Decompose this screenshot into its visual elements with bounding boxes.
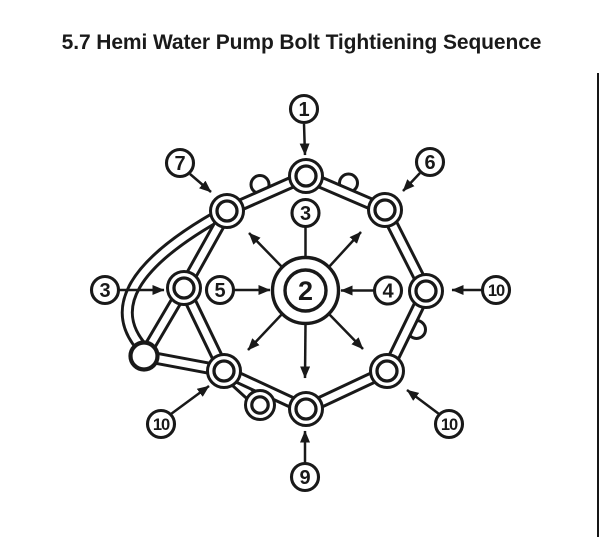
sequence-arrow (300, 323, 311, 379)
callout-step-10-right: 10 (480, 274, 512, 306)
bolt-top-left (209, 193, 245, 229)
hub-number: 2 (298, 276, 313, 306)
small-boss-hole (250, 395, 270, 415)
bolt-bottom-right (369, 353, 405, 389)
sequence-arrow (189, 173, 212, 193)
callout-number: 10 (153, 416, 170, 434)
callout-number: 5 (214, 280, 225, 302)
callout-step-6-top-right: 6 (414, 146, 446, 178)
callout-number: 10 (488, 282, 505, 300)
callout-number: 6 (424, 152, 435, 174)
callout-step-3-left: 3 (89, 274, 121, 306)
callout-step-10-bottom-left: 10 (145, 408, 177, 440)
callout-number: 9 (299, 467, 310, 489)
sequence-arrow (299, 123, 310, 156)
bolt-top (288, 158, 324, 194)
sequence-arrow (406, 389, 440, 415)
callout-step-7-top-left: 7 (164, 147, 196, 179)
sequence-arrow (247, 312, 284, 351)
callout-number: 10 (441, 416, 458, 434)
callout-step-10-bottom-right: 10 (433, 408, 465, 440)
callout-number: 3 (99, 280, 110, 302)
bolt-left (166, 270, 202, 306)
callout-number: 1 (298, 99, 309, 121)
callout-number: 7 (174, 153, 185, 175)
sequence-arrow (327, 312, 364, 350)
sequence-arrow (327, 231, 362, 269)
callout-number: 3 (300, 203, 311, 225)
sequence-arrow (402, 172, 421, 192)
bolt-right (408, 273, 444, 309)
callout-number: 4 (382, 281, 394, 303)
page-title: 5.7 Hemi Water Pump Bolt Tightiening Seq… (61, 31, 542, 54)
callout-step-5-left: 5 (204, 274, 236, 306)
pump-leg-0-inner (123, 207, 231, 356)
bolt-top-right (367, 192, 403, 228)
callout-step-9-bottom: 9 (289, 461, 321, 493)
center-hub: 2 (270, 255, 341, 326)
callout-step-4-right: 4 (372, 275, 404, 306)
bolt-bottom (288, 391, 324, 427)
leg-eyelet-hole (128, 340, 160, 372)
bolt-bottom-left (206, 353, 242, 389)
sequence-arrow (170, 384, 210, 416)
callout-step-3-center: 3 (290, 197, 321, 229)
sequence-arrow (248, 232, 284, 269)
right-border-line (597, 73, 599, 537)
callout-step-1-top: 1 (288, 93, 320, 125)
